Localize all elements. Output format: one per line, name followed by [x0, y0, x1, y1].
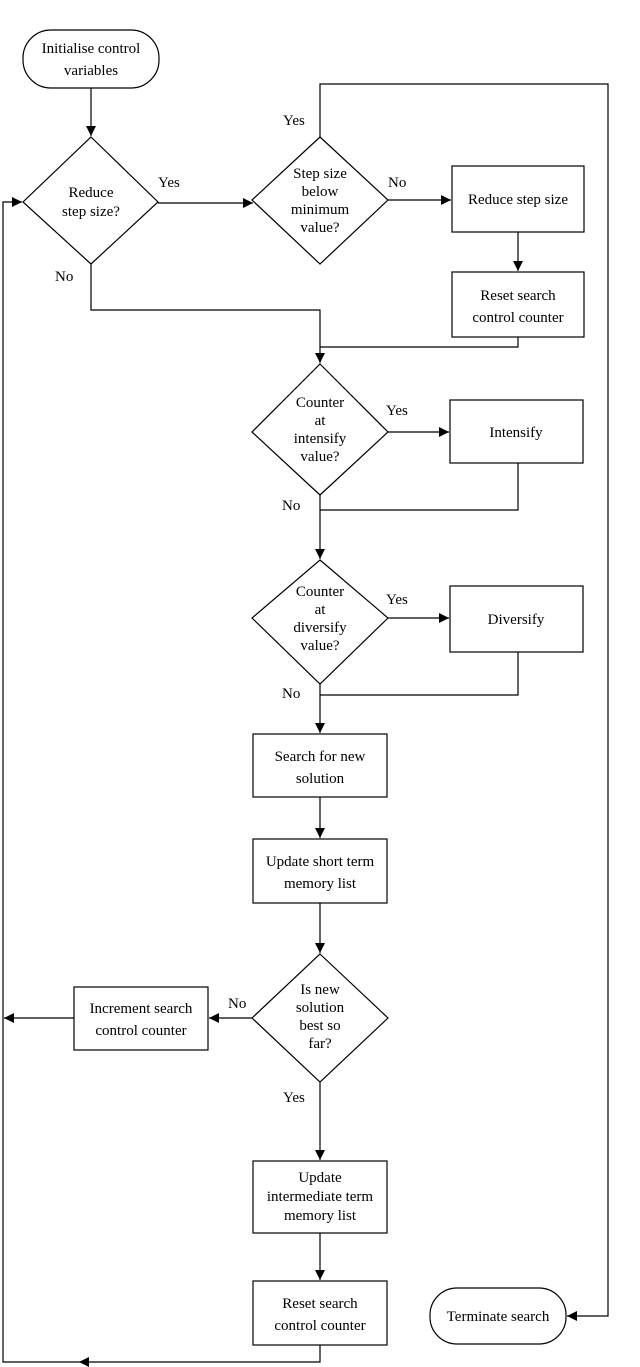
- label-best-yes: Yes: [283, 1090, 305, 1106]
- process-shape: [252, 838, 388, 904]
- decision-reduce-step: Reduce step size?: [22, 136, 159, 265]
- connectors: [2, 83, 609, 1367]
- process-itm-line-2: intermediate term: [267, 1189, 374, 1205]
- decision-shape: [251, 559, 389, 685]
- decision-shape: [251, 136, 389, 265]
- edge-intensify-merge: [320, 463, 519, 511]
- process-itm-line-3: memory list: [284, 1208, 357, 1224]
- process-intensify: Intensify: [449, 399, 584, 464]
- process-increment-line-2: control counter: [95, 1023, 186, 1039]
- process-reset-counter-1: Reset search control counter: [451, 271, 585, 338]
- process-reset-counter-2: Reset search control counter: [252, 1280, 388, 1346]
- edge-loop-back: [2, 197, 79, 1363]
- decision-best-line-1: Is new: [300, 982, 340, 998]
- node-init-line-1: Initialise control: [42, 41, 141, 57]
- decision-shape: [22, 136, 159, 265]
- process-update-intermediate: Update intermediate term memory list: [252, 1160, 388, 1234]
- process-search-new-solution: Search for new solution: [252, 733, 388, 798]
- process-shape: [252, 1160, 388, 1234]
- decision-intensify-line-2: at: [315, 413, 327, 429]
- process-diversify: Diversify: [449, 585, 584, 653]
- decision-stepmin-line-2: below: [302, 184, 339, 200]
- decision-diversify-line-3: diversify: [293, 620, 347, 636]
- decision-best-line-3: best so: [299, 1018, 340, 1034]
- decision-best-line-4: far?: [308, 1036, 332, 1052]
- node-terminate-line-1: Terminate search: [447, 1309, 550, 1325]
- decision-intensify: Counter at intensify value?: [251, 363, 389, 496]
- decision-diversify-line-4: value?: [300, 638, 339, 654]
- process-intensify-line-1: Intensify: [489, 425, 543, 441]
- process-shape: [252, 1280, 388, 1346]
- decision-diversify: Counter at diversify value?: [251, 559, 389, 685]
- node-init: Initialise control variables: [22, 29, 160, 89]
- process-stm-line-2: memory list: [284, 876, 357, 892]
- label-intensify-no: No: [282, 498, 300, 514]
- process-reset1-line-1: Reset search: [480, 288, 556, 304]
- process-increment-counter: Increment search control counter: [73, 986, 209, 1051]
- terminal-shape: [22, 29, 160, 89]
- label-diversify-no: No: [282, 686, 300, 702]
- process-stm-line-1: Update short term: [266, 854, 375, 870]
- decision-shape: [251, 363, 389, 496]
- edge-diversify-merge: [320, 652, 519, 696]
- process-reset2-line-2: control counter: [274, 1318, 365, 1334]
- decision-intensify-line-1: Counter: [296, 395, 344, 411]
- process-increment-line-1: Increment search: [90, 1001, 193, 1017]
- process-reduce-line-1: Reduce step size: [468, 192, 568, 208]
- edge-stepmin-yes: [319, 83, 609, 1321]
- decision-best-line-2: solution: [296, 1000, 345, 1016]
- edge-reset-to-merge: [320, 337, 519, 348]
- edge-reduce-no: [90, 264, 325, 363]
- process-shape: [451, 165, 585, 233]
- process-reset2-line-1: Reset search: [282, 1296, 358, 1312]
- process-search-line-2: solution: [296, 771, 345, 787]
- decision-step-min: Step size below minimum value?: [251, 136, 389, 265]
- terminal-shape: [429, 1287, 567, 1345]
- node-init-line-2: variables: [64, 63, 118, 79]
- label-stepmin-yes: Yes: [283, 113, 305, 129]
- decision-stepmin-line-1: Step size: [293, 166, 347, 182]
- process-search-line-1: Search for new: [275, 749, 366, 765]
- label-diversify-yes: Yes: [386, 592, 408, 608]
- node-terminate: Terminate search: [429, 1287, 567, 1345]
- process-shape: [449, 399, 584, 464]
- decision-diversify-line-2: at: [315, 602, 327, 618]
- process-shape: [73, 986, 209, 1051]
- decision-stepmin-line-4: value?: [300, 220, 339, 236]
- process-shape: [252, 733, 388, 798]
- label-reduce-yes: Yes: [158, 175, 180, 191]
- process-itm-line-1: Update: [298, 1170, 342, 1186]
- decision-reduce-line-1: Reduce: [69, 185, 114, 201]
- decision-reduce-line-2: step size?: [62, 204, 120, 220]
- process-reset1-line-2: control counter: [472, 310, 563, 326]
- decision-shape: [251, 953, 389, 1083]
- label-stepmin-no: No: [388, 175, 406, 191]
- label-best-no: No: [228, 996, 246, 1012]
- edge-reset-bottom: [79, 1345, 321, 1367]
- edge-labels: Yes No Yes No Yes No Yes No No Yes: [55, 113, 408, 1106]
- decision-intensify-line-4: value?: [300, 449, 339, 465]
- decision-best-so-far: Is new solution best so far?: [251, 953, 389, 1083]
- decision-intensify-line-3: intensify: [294, 431, 347, 447]
- process-shape: [451, 271, 585, 338]
- process-update-short-term: Update short term memory list: [252, 838, 388, 904]
- process-shape: [449, 585, 584, 653]
- process-diversify-line-1: Diversify: [488, 612, 545, 628]
- label-intensify-yes: Yes: [386, 403, 408, 419]
- decision-diversify-line-1: Counter: [296, 584, 344, 600]
- label-reduce-no: No: [55, 269, 73, 285]
- process-reduce-step-size: Reduce step size: [451, 165, 585, 233]
- decision-stepmin-line-3: minimum: [291, 202, 350, 218]
